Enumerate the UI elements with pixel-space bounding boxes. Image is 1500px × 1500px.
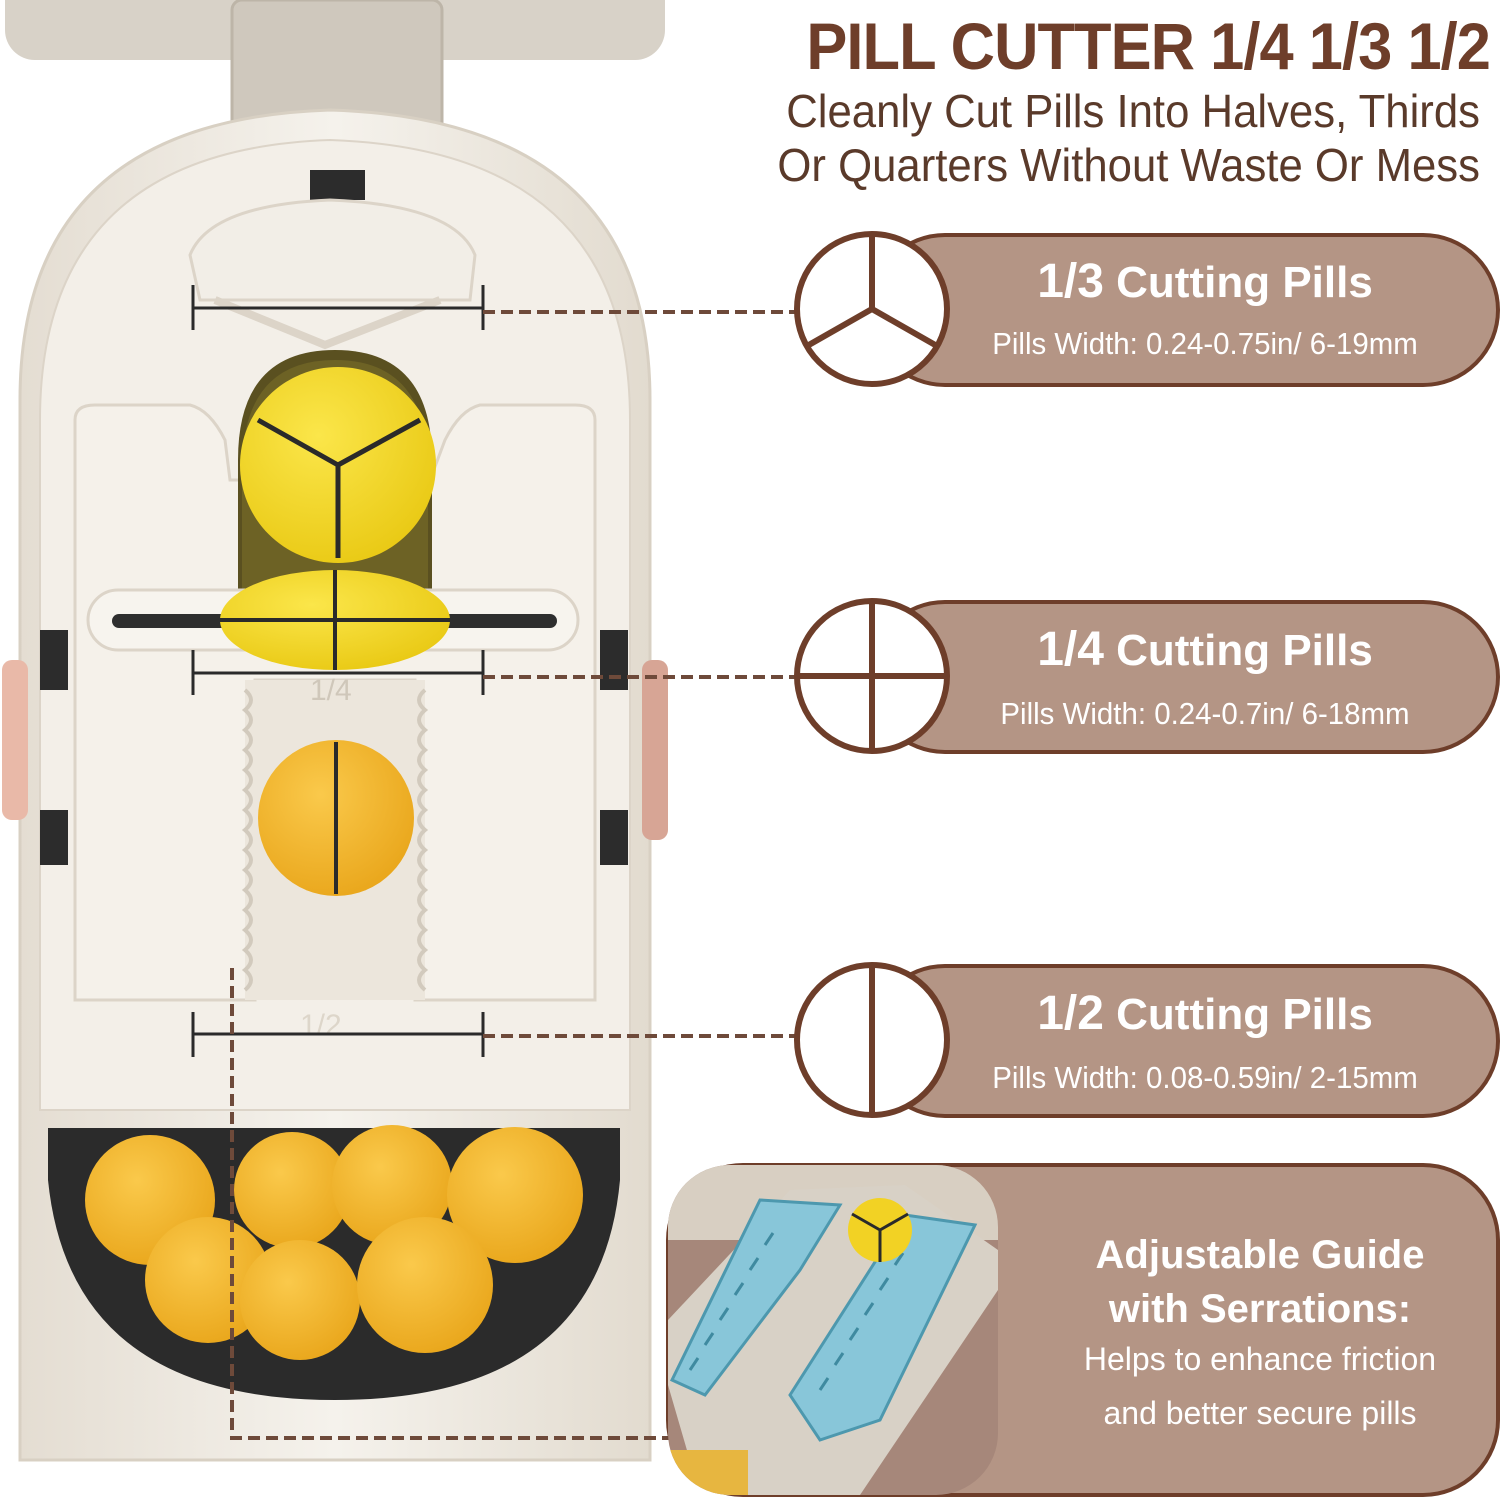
card-third-title: 1/3 Cutting Pills [950, 254, 1460, 309]
pill-cutter-device: 1/4 1/2 [2, 0, 668, 1462]
card-third-width: Pills Width: 0.24-0.75in/ 6-19mm [992, 326, 1418, 361]
pill-third [240, 367, 436, 563]
side-knob-left [2, 660, 28, 820]
card-quarter-width: Pills Width: 0.24-0.7in/ 6-18mm [1000, 696, 1410, 731]
card-quarter-title: 1/4 Cutting Pills [950, 622, 1460, 677]
page-subtitle-line2: Or Quarters Without Waste Or Mess [777, 139, 1480, 191]
guide-body-line1: Helps to enhance friction [1083, 1341, 1437, 1377]
guide-title-line1: Adjustable Guide [1095, 1233, 1425, 1277]
blade-holder [188, 198, 477, 302]
side-knob-right [642, 660, 668, 840]
card-half-label: Cutting Pills [1116, 990, 1373, 1039]
pill-half [258, 740, 414, 896]
pill-cradle [73, 403, 597, 1002]
card-half-title: 1/2 Cutting Pills [950, 986, 1460, 1041]
card-half [794, 962, 1500, 1118]
mark-half: 1/2 [300, 1009, 342, 1042]
page-subtitle-line1: Cleanly Cut Pills Into Halves, Thirds [786, 85, 1480, 137]
card-third-label: Cutting Pills [1116, 258, 1373, 307]
tray-pills [85, 1125, 583, 1360]
card-quarter-label: Cutting Pills [1116, 626, 1373, 675]
card-quarter [794, 598, 1500, 754]
card-quarter-fraction: 1/4 [1037, 623, 1104, 676]
card-half-width: Pills Width: 0.08-0.59in/ 2-15mm [992, 1060, 1418, 1095]
card-third [794, 231, 1500, 387]
page-title: PILL CUTTER 1/4 1/3 1/2 [806, 9, 1491, 83]
serration-left [241, 688, 253, 992]
dashed-connectors [230, 310, 800, 1440]
card-half-fraction: 1/2 [1037, 987, 1104, 1040]
guide-photo [668, 1165, 998, 1495]
serration-right [417, 688, 429, 992]
guide-title-line2: with Serrations: [1108, 1287, 1412, 1331]
mark-quarter: 1/4 [310, 674, 352, 707]
card-third-fraction: 1/3 [1037, 255, 1104, 308]
pill-quarter [220, 570, 450, 670]
card-guide [666, 1163, 1500, 1497]
guide-body-line2: and better secure pills [1103, 1395, 1417, 1431]
